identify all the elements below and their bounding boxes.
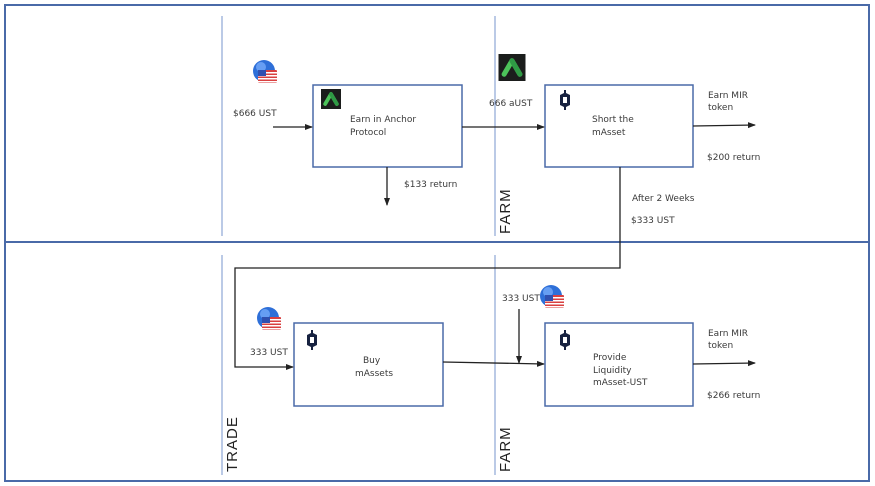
ust-coin-icon [540,285,564,308]
arrow-liquidity-mir [692,360,756,367]
input-ust-label: $666 UST [233,109,277,119]
earn-mir-top-label: Earn MIR token [708,91,748,113]
arrow-short-mir [692,122,756,129]
anchor-logo-icon [499,54,526,81]
lp-return-label: $266 return [707,391,761,401]
liquidity-box-text: Provide Liquidity mAsset-UST [593,353,648,388]
ust-coin-icon [257,307,281,330]
anchor-return-label: $133 return [404,180,458,190]
anchor-logo-icon [321,89,341,109]
earn-mir-bottom-label: Earn MIR token [708,329,748,351]
short-return-label: $200 return [707,153,761,163]
after-weeks-label: After 2 Weeks [632,194,695,204]
lp-ust-label: 333 UST [502,294,540,304]
ust-coin-icon [253,60,277,83]
arrow-buy-to-liquidity [442,360,545,367]
lane-label-farm-top: FARM [497,188,514,234]
bottom-lane-frame [4,241,870,482]
aust-label: 666 aUST [489,99,533,109]
buy-ust-label: 333 UST [250,348,288,358]
arrow-short-to-buy [234,167,621,370]
buy-box-text: Buy mAssets [355,356,394,379]
buy-box [293,322,444,407]
after-ust-label: $333 UST [631,216,675,226]
lane-label-farm-bottom: FARM [497,426,514,472]
short-box-text: Short the mAsset [592,115,634,138]
anchor-box-text: Earn in Anchor Protocol [350,115,417,138]
lane-label-trade: TRADE [224,416,241,472]
